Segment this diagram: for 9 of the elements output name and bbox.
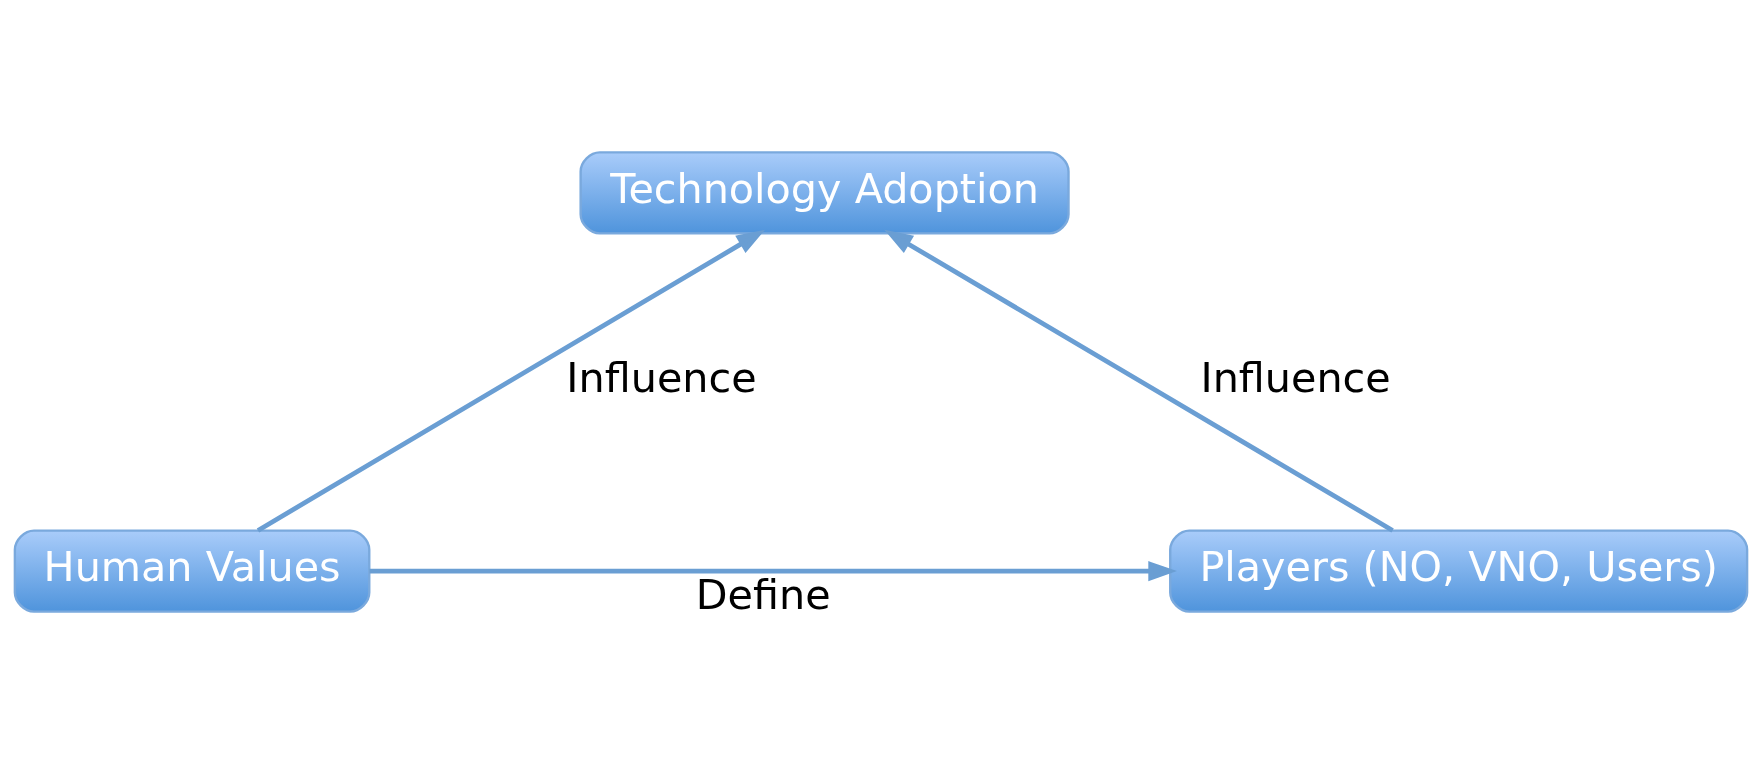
arrow <box>256 229 766 532</box>
node-box: Players (NO, VNO, Users) <box>1169 528 1749 613</box>
edge-label: Define <box>695 570 831 619</box>
node-box: Technology Adoption <box>579 150 1070 235</box>
edge-label: Influence <box>1200 353 1391 402</box>
node-box: Human Values <box>13 528 371 613</box>
arrow <box>369 560 1177 581</box>
arrow <box>884 229 1394 532</box>
edge-label: Influence <box>566 353 757 402</box>
